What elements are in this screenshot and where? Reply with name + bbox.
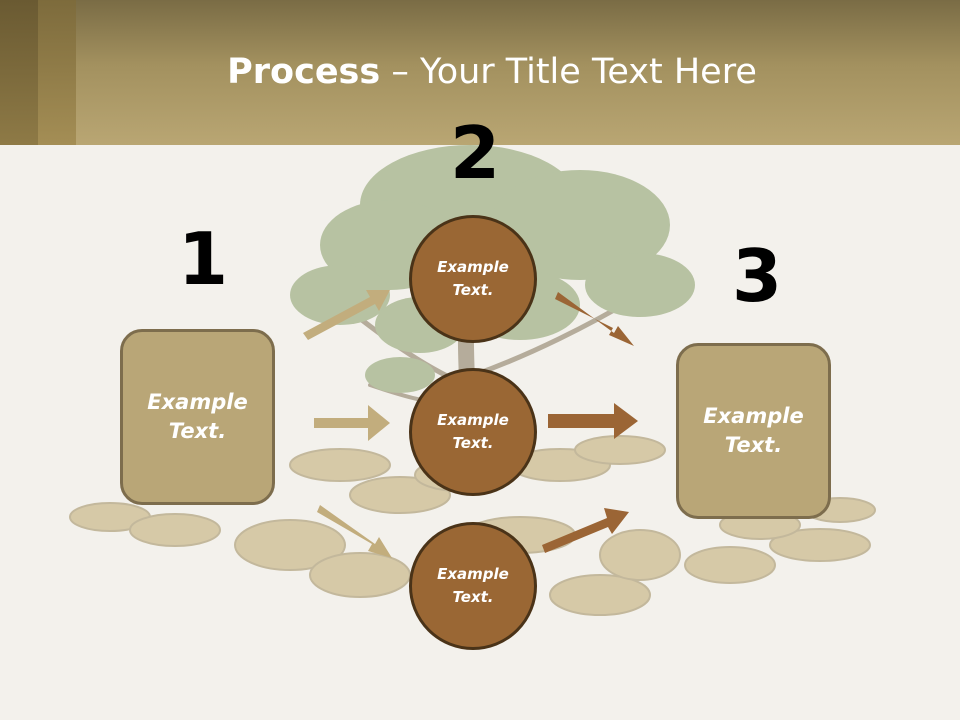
- step-3-text: Example Text.: [703, 403, 804, 457]
- circle-3[interactable]: Example Text.: [409, 522, 537, 650]
- header-band: [0, 0, 960, 145]
- step-number-2: 2: [450, 111, 501, 195]
- slide-title-rest: – Your Title Text Here: [380, 52, 757, 92]
- circle-3-text: Example Text.: [437, 564, 509, 606]
- circle-1-text: Example Text.: [437, 257, 509, 299]
- circle-2[interactable]: Example Text.: [409, 368, 537, 496]
- step-number-3: 3: [732, 234, 783, 318]
- arrow-from-circle-3: [542, 508, 629, 553]
- step-1-box[interactable]: Example Text.: [120, 329, 275, 505]
- arrow-from-circle-2: [548, 403, 638, 439]
- step-1-text: Example Text.: [147, 389, 248, 443]
- arrow-to-circle-1: [303, 290, 390, 340]
- slide-title: Process – Your Title Text Here: [0, 52, 960, 92]
- arrow-from-circle-1: [555, 292, 634, 346]
- arrow-to-circle-3: [317, 505, 392, 558]
- header-accent-stripe: [0, 0, 38, 145]
- slide-title-bold: Process: [227, 52, 381, 92]
- circle-2-text: Example Text.: [437, 410, 509, 452]
- header-accent-stripe: [38, 0, 76, 145]
- circle-1[interactable]: Example Text.: [409, 215, 537, 343]
- step-3-box[interactable]: Example Text.: [676, 343, 831, 519]
- step-number-1: 1: [178, 217, 229, 301]
- arrow-to-circle-2: [314, 405, 390, 441]
